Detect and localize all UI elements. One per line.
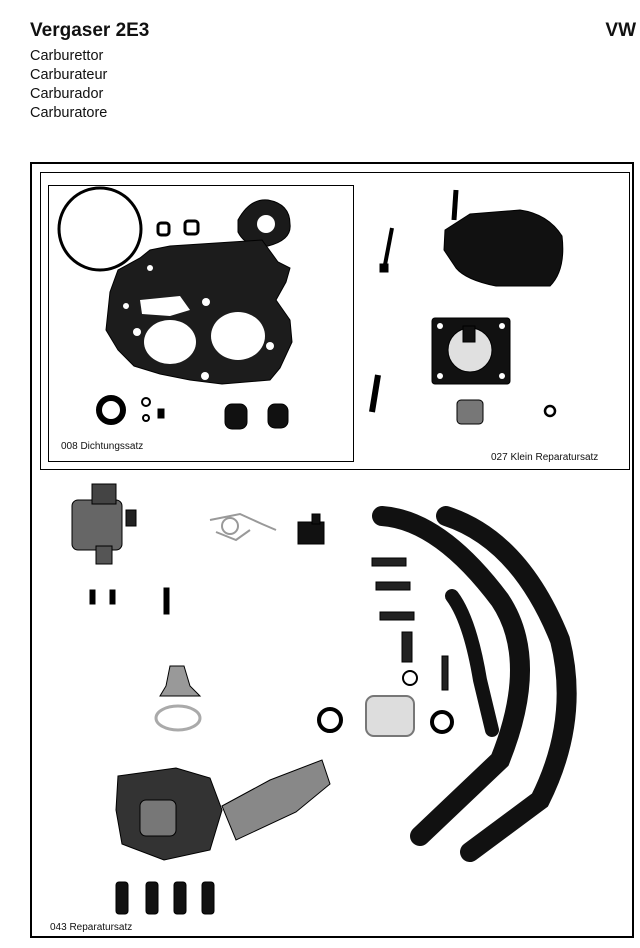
o-ring-large <box>57 186 143 272</box>
kit-label-gasket: 008 Dichtungssatz <box>61 441 144 452</box>
translations-list: Carburettor Carburateur Carburador Carbu… <box>30 47 107 123</box>
valve-assembly <box>71 483 137 565</box>
connector-piece <box>297 513 325 545</box>
small-pins <box>89 587 170 615</box>
kit-panel-top <box>40 172 630 470</box>
small-o-ring <box>543 404 557 418</box>
translation-it: Carburatore <box>30 105 108 121</box>
filter-screen <box>456 399 484 425</box>
main-body-gasket <box>105 239 293 385</box>
lever-bracket <box>209 512 277 542</box>
gasket-kit-panel <box>48 185 354 462</box>
rubber-sleeves <box>224 403 289 430</box>
kit-label-small-repair: 027 Klein Reparatursatz <box>491 452 599 463</box>
ring-seal-right <box>430 710 454 734</box>
small-gasket-left <box>156 221 171 237</box>
repair-kit-parts <box>71 483 577 915</box>
translation-en: Carburettor <box>30 48 104 64</box>
gasket-kit-parts <box>57 186 293 430</box>
diaphragm-cover <box>443 209 564 287</box>
catalog-frame <box>30 162 634 938</box>
needle-pin <box>382 227 394 271</box>
kit-label-repair: 043 Reparatursatz <box>50 922 133 933</box>
seal-rings <box>96 395 165 425</box>
float-valve <box>369 374 381 413</box>
spring-pin <box>451 189 459 221</box>
bolts-row <box>115 881 215 915</box>
brand-label: VW <box>605 20 636 41</box>
vacuum-hoses <box>372 506 577 862</box>
filter-cup <box>365 695 415 737</box>
carburetor-body <box>115 759 331 861</box>
valve-seal <box>154 665 202 732</box>
screws-column <box>371 557 449 691</box>
small-repair-kit-parts <box>369 189 564 425</box>
flange-gasket <box>237 199 291 247</box>
diaphragm-plate <box>431 317 511 385</box>
ring-seal-left <box>317 707 343 733</box>
page-title: Vergaser 2E3 <box>30 20 150 41</box>
small-gasket-right <box>183 219 200 236</box>
translation-es: Carburador <box>30 86 104 102</box>
translation-fr: Carburateur <box>30 67 108 83</box>
